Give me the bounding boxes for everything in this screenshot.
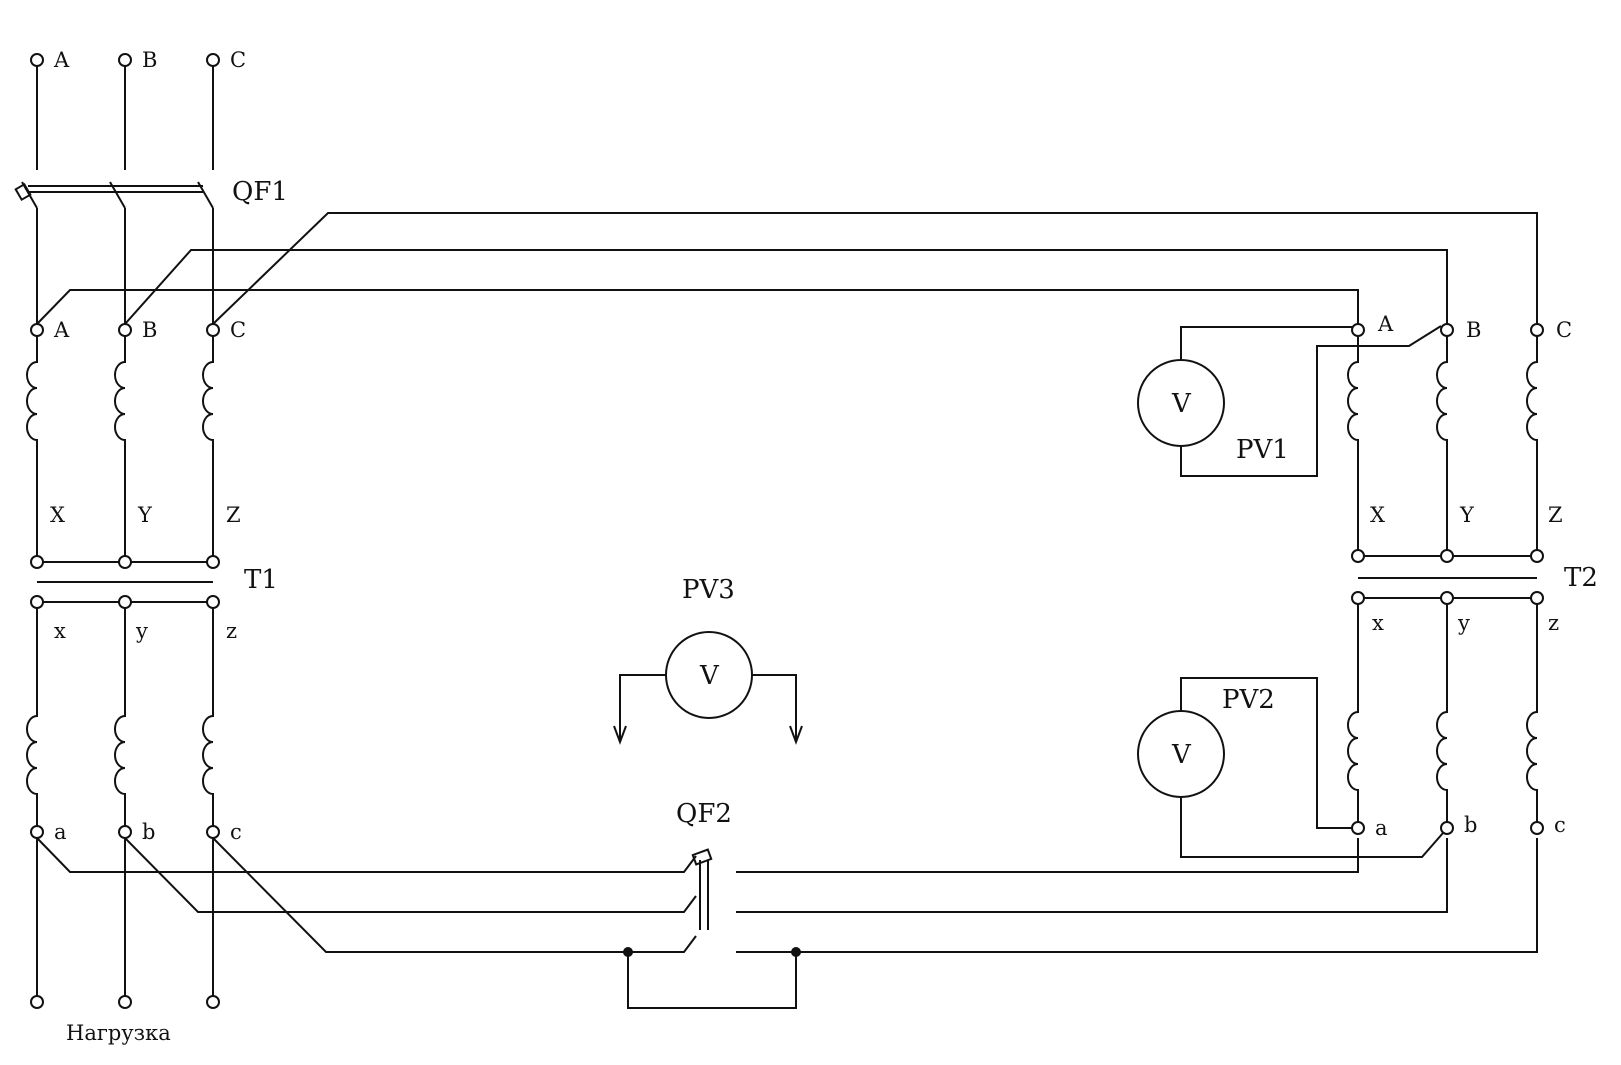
voltmeter-pv3: PV3 V [613,575,803,745]
voltmeter-pv1: V PV1 [1137,325,1442,477]
t2-label-sec-b: b [1464,813,1477,837]
qf2-breaker: QF2 [676,799,732,930]
t1-label-y: Y [137,503,153,527]
t2-label-a: A [1377,312,1394,336]
t1-label-sec-x: x [54,619,66,643]
t2-label-b: B [1466,318,1481,342]
t1-label-c: C [230,318,246,342]
t2-label-z: Z [1548,503,1563,527]
t1-label-sec-b: b [142,820,155,844]
pv1-symbol: V [1171,389,1192,419]
t1-label-sec-c: c [230,820,242,844]
t2-label-sec-z: z [1548,611,1559,635]
pv1-label: PV1 [1236,435,1289,465]
load-label: Нагрузка [66,1021,171,1045]
qf1-breaker: QF1 [14,177,288,209]
t1-label-b: B [142,318,157,342]
t2-label-c: C [1556,318,1572,342]
t1-label: T1 [244,565,278,595]
interconnect-secondary [36,837,1538,953]
supply-label-c: C [230,48,246,72]
t1-label-sec-y: y [135,619,148,643]
pv3-symbol: V [699,661,720,691]
transformer-t1: A B C X Y Z T1 x y z a b c [26,318,278,844]
t2-label-sec-a: a [1375,816,1388,840]
t2-label: T2 [1564,563,1598,593]
pv3-label: PV3 [682,575,735,605]
qf2-bypass [623,947,801,1009]
supply-inputs: A B C [30,48,246,170]
t2-label-sec-y: y [1457,611,1470,635]
supply-label-a: A [53,48,70,72]
qf2-label: QF2 [676,799,732,829]
t2-label-sec-x: x [1372,611,1384,635]
transformer-t2: A B C X Y Z T2 x y z a b c [1347,312,1598,840]
t2-label-sec-c: c [1554,813,1566,837]
t2-label-y: Y [1459,503,1475,527]
qf1-label: QF1 [232,177,288,207]
t1-label-sec-z: z [226,619,237,643]
t1-label-a: A [53,318,70,342]
t2-label-x: X [1370,503,1385,527]
voltmeter-pv2: V PV2 [1137,677,1444,858]
t1-label-sec-a: a [54,820,67,844]
pv2-symbol: V [1171,740,1192,770]
t1-label-x: X [50,503,65,527]
load-outputs: Нагрузка [30,838,220,1045]
t1-label-z: Z [226,503,241,527]
supply-label-b: B [142,48,157,72]
interconnect-primary [36,212,1538,325]
pv2-label: PV2 [1222,685,1275,715]
